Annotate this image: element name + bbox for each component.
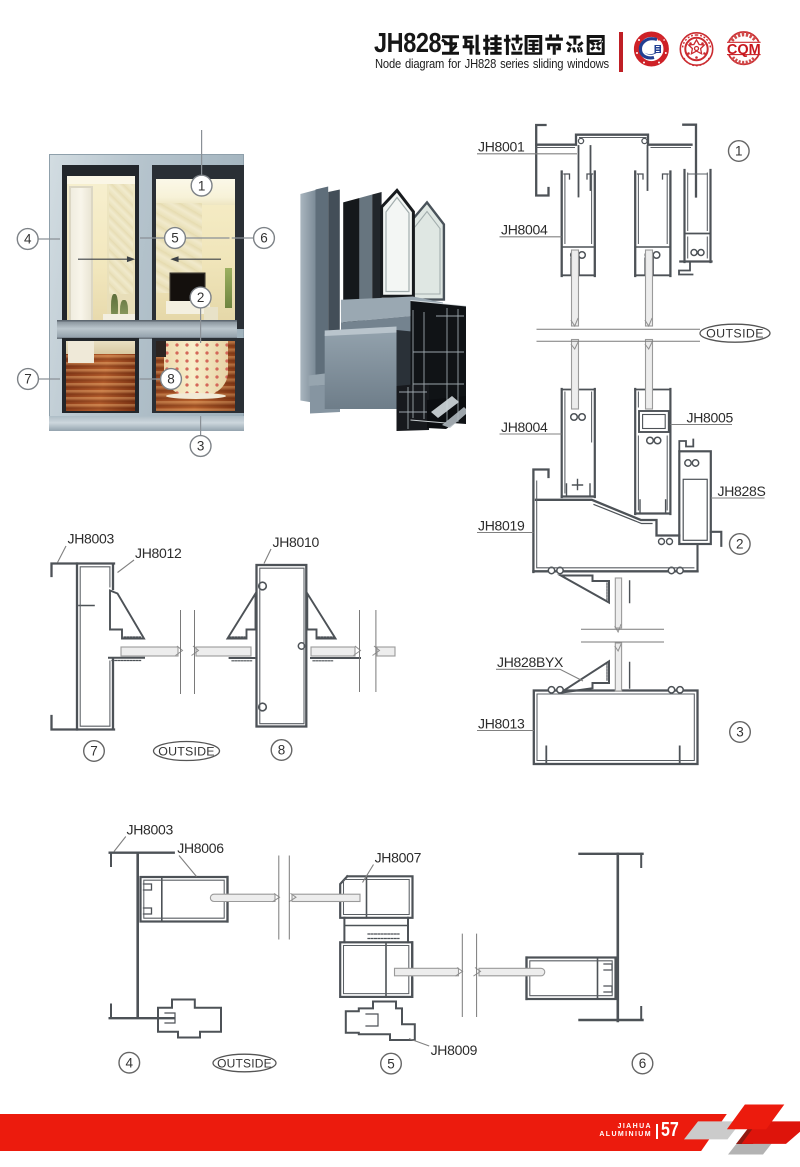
svg-text:JH828S: JH828S: [718, 483, 766, 499]
svg-text:JH8004: JH8004: [501, 419, 548, 435]
svg-text:JH8010: JH8010: [273, 534, 320, 550]
svg-text:JH8006: JH8006: [177, 840, 224, 856]
svg-text:7: 7: [90, 744, 98, 759]
svg-text:8: 8: [167, 372, 175, 387]
svg-text:4: 4: [24, 232, 32, 247]
svg-text:JH8019: JH8019: [478, 518, 525, 534]
svg-text:4: 4: [126, 1055, 134, 1070]
svg-text:5: 5: [171, 231, 179, 246]
svg-text:JH8009: JH8009: [431, 1042, 478, 1058]
svg-text:JH828BYX: JH828BYX: [497, 654, 564, 670]
svg-text:OUTSIDE: OUTSIDE: [158, 745, 214, 759]
svg-text:2: 2: [197, 290, 205, 305]
svg-text:JH8003: JH8003: [127, 822, 174, 838]
svg-text:1: 1: [198, 178, 206, 193]
svg-text:CQM: CQM: [727, 42, 761, 58]
svg-text:2: 2: [736, 537, 744, 552]
svg-text:7: 7: [24, 372, 32, 387]
svg-text:JH8001: JH8001: [478, 139, 525, 155]
svg-text:JH8005: JH8005: [687, 409, 734, 425]
svg-text:JH8004: JH8004: [501, 222, 548, 238]
svg-text:6: 6: [639, 1056, 647, 1071]
svg-text:OUTSIDE: OUTSIDE: [217, 1056, 272, 1070]
svg-text:3: 3: [197, 439, 205, 454]
svg-text:5: 5: [387, 1056, 395, 1071]
svg-text:JH8003: JH8003: [68, 531, 115, 547]
svg-text:JH8013: JH8013: [478, 716, 525, 732]
svg-text:6: 6: [260, 231, 268, 246]
svg-text:1: 1: [735, 144, 743, 159]
svg-text:3: 3: [736, 725, 744, 740]
svg-text:JH8007: JH8007: [375, 850, 422, 866]
svg-text:OUTSIDE: OUTSIDE: [706, 327, 764, 341]
svg-text:JH8012: JH8012: [135, 545, 182, 561]
svg-text:8: 8: [278, 743, 286, 758]
